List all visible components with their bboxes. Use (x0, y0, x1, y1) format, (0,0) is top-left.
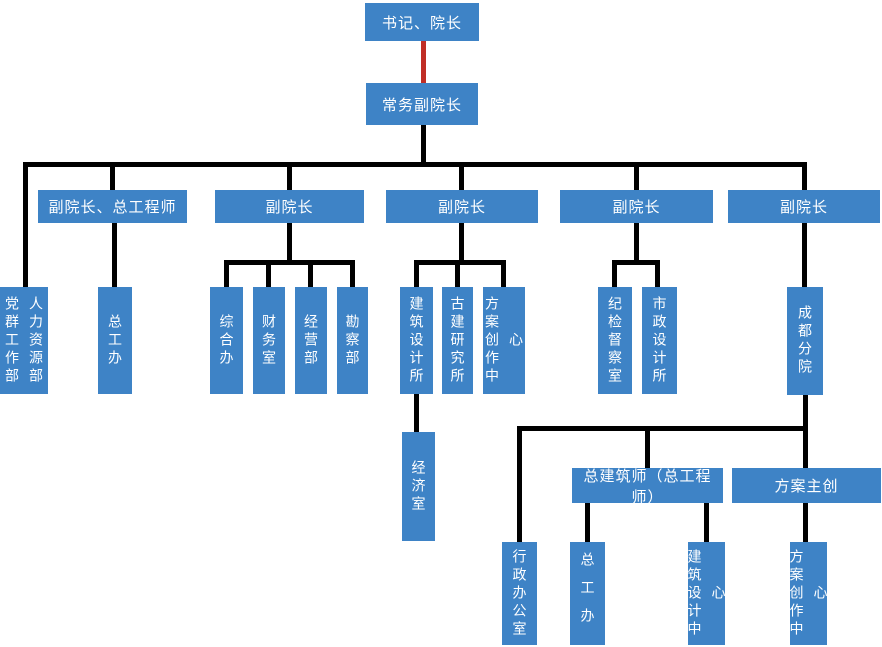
connector-line (501, 265, 506, 287)
connector-line (612, 265, 617, 287)
connector-line (224, 260, 355, 265)
connector-line (421, 123, 426, 162)
org-node-label: 经济室 (410, 459, 427, 514)
org-node-chengdu-branch: 成都分院 (787, 287, 823, 395)
org-node-label: 党群工作部 人力资源部 (4, 295, 44, 386)
connector-line (266, 265, 271, 287)
org-node-scheme-creation-center: 方案创作中心 (483, 287, 525, 394)
connector-line (634, 167, 639, 190)
connector-line (612, 260, 660, 265)
connector-line (287, 167, 292, 190)
org-node-business-dept: 经营部 (295, 287, 327, 394)
org-node-label: 方案创作中心 (484, 295, 524, 386)
connector-line (803, 431, 808, 468)
connector-line (802, 167, 807, 190)
org-node-label: 建筑设计中心 (686, 548, 727, 639)
connector-line (414, 265, 419, 287)
org-node-label: 勘察部 (344, 313, 361, 368)
connector-line (414, 260, 506, 265)
org-node-label: 财务室 (261, 313, 277, 368)
org-node-vice-dean-1: 副院长 (215, 190, 364, 223)
org-node-label: 市政设计所 (651, 295, 668, 386)
connector-line (23, 167, 28, 287)
org-node-label: 常务副院长 (381, 96, 462, 114)
org-node-label: 古建研究所 (449, 295, 466, 386)
org-node-discipline-inspection-office: 纪检督察室 (598, 287, 632, 394)
org-node-label: 书记、院长 (381, 14, 462, 32)
org-node-label: 副院长 (265, 199, 314, 216)
connector-line (704, 503, 709, 542)
org-node-label: 方案主创 (774, 478, 839, 495)
org-node-label: 副院长 (612, 199, 661, 216)
org-node-label: 综合办 (218, 313, 235, 368)
connector-line (517, 431, 522, 542)
org-node-vice-dean-4: 副院长 (728, 190, 880, 223)
connector-line (350, 265, 355, 287)
org-node-survey-dept: 勘察部 (337, 287, 368, 394)
org-node-chief-engineer-office: 总工办 (98, 287, 132, 394)
org-node-scheme-creation-center-chengdu: 方案创作中心 (789, 542, 829, 645)
org-node-label: 总工办 (107, 313, 123, 368)
org-node-scheme-chief-creator: 方案主创 (732, 468, 881, 503)
connector-line (110, 167, 115, 190)
org-node-label: 行政办公室 (511, 548, 528, 639)
connector-line (414, 394, 419, 432)
connector-line (803, 395, 808, 426)
org-node-party-mass-hr-dept: 党群工作部 人力资源部 (0, 287, 48, 394)
connector-line (459, 167, 464, 190)
org-node-label: 成都分院 (797, 305, 813, 377)
org-node-label: 副院长 (437, 199, 486, 216)
org-node-architectural-design-institute: 建筑设计所 (400, 287, 433, 394)
org-node-secretary-dean: 书记、院长 (365, 3, 479, 41)
connector-line (803, 503, 808, 542)
org-node-admin-office: 行政办公室 (502, 542, 537, 645)
org-node-label: 总建筑师（总工程师） (583, 467, 712, 506)
connector-line (517, 426, 808, 431)
org-node-label: 副院长、总工程师 (48, 199, 177, 216)
org-node-chief-architect: 总建筑师（总工程师） (572, 468, 723, 506)
connector-line (224, 265, 229, 287)
connector-line (455, 265, 460, 287)
org-node-economy-office: 经济室 (402, 432, 435, 541)
connector-line (802, 223, 807, 287)
connector-line (23, 162, 807, 167)
org-node-chief-engineer-office-chengdu: 总工办 (570, 542, 605, 645)
connector-red-line (421, 40, 426, 83)
org-node-vice-dean-2: 副院长 (386, 190, 538, 223)
connector-line (112, 223, 117, 287)
org-node-label: 副院长 (779, 199, 828, 216)
org-node-finance-office: 财务室 (253, 287, 285, 394)
connector-line (459, 223, 464, 260)
org-node-label: 纪检督察室 (607, 295, 623, 386)
connector-line (655, 265, 660, 287)
org-node-vice-dean-chief-engineer: 副院长、总工程师 (38, 190, 187, 223)
org-node-architectural-design-center: 建筑设计中心 (687, 542, 727, 645)
connector-line (308, 265, 313, 287)
org-node-label: 经营部 (303, 313, 319, 368)
org-node-municipal-design-institute: 市政设计所 (642, 287, 677, 394)
connector-line (287, 223, 292, 260)
connector-line (645, 431, 650, 468)
org-node-general-office: 综合办 (210, 287, 243, 394)
org-node-label: 方案创作中心 (788, 548, 829, 639)
connector-line (634, 223, 639, 260)
connector-line (585, 503, 590, 542)
org-node-label: 总工办 (579, 551, 596, 636)
org-node-vice-dean-3: 副院长 (560, 190, 713, 223)
org-node-ancient-architecture-institute: 古建研究所 (442, 287, 473, 394)
org-node-label: 建筑设计所 (408, 295, 425, 386)
org-node-executive-vice-dean: 常务副院长 (366, 83, 478, 125)
